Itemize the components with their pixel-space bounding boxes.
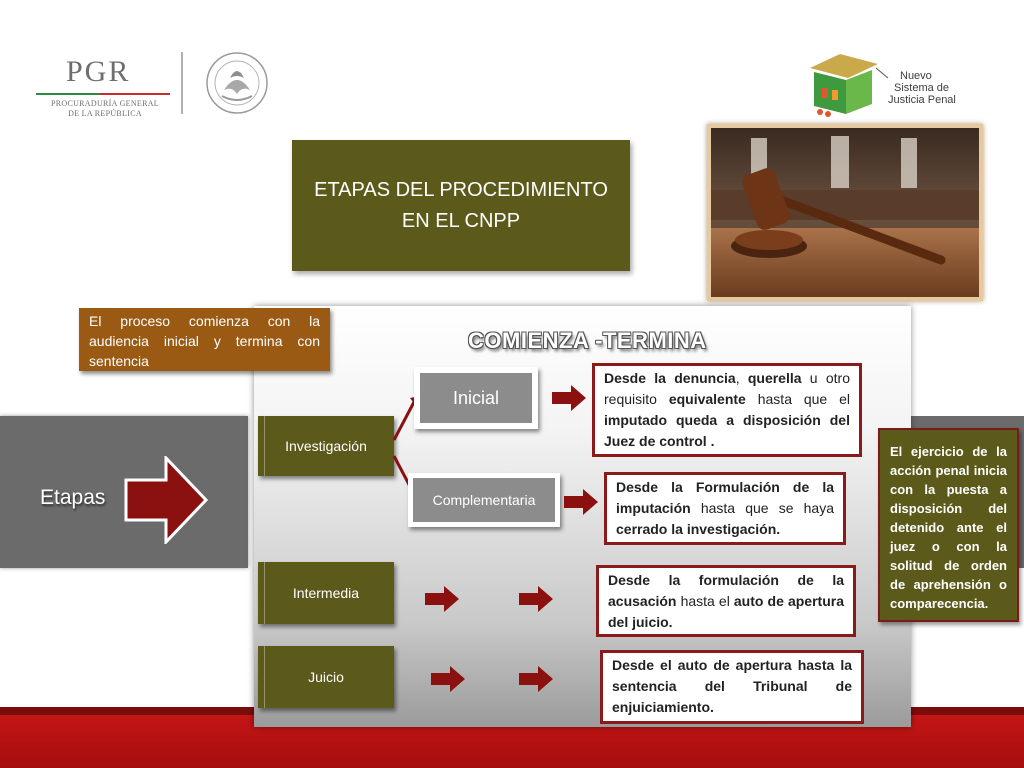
nsjp-house-icon [810,54,889,117]
pgr-logo: PGR PROCURADURÍA GENERAL DE LA REPÚBLICA [30,55,190,125]
desc-inicial-t4: u otro requisito [604,370,850,407]
arrow-right-icon [425,586,459,612]
sub-complementaria: Complementaria [408,473,560,527]
desc-complementaria-t2: hasta que se haya [690,500,834,516]
pgr-subtitle-line1: PROCURADURÍA GENERAL [50,99,159,108]
logo-divider [181,52,183,114]
sub-complementaria-label: Complementaria [413,478,555,522]
arrow-right-icon [124,456,208,544]
arrow-right-icon [564,489,598,515]
desc-inicial-t6: hasta que el [745,391,851,407]
desc-inicial-t7: imputado queda a disposición del Juez de… [604,412,850,449]
desc-intermedia: Desde la formulación de la acusación has… [596,565,856,637]
desc-juicio-t1: Desde el auto de apertura hasta la sente… [612,657,852,715]
stage-juicio-label: Juicio [308,669,344,685]
desc-intermedia-t3: auto de apertura del juicio. [608,593,844,630]
desc-intermedia-t2: hasta el [676,593,734,609]
sub-inicial: Inicial [414,367,538,429]
nsjp-line2: Sistema de [894,82,950,94]
stage-investigacion-label: Investigación [285,438,367,454]
desc-complementaria-t3: cerrado la investigación. [616,521,781,537]
page-title: ETAPAS DEL PROCEDIMIENTO EN EL CNPP [292,140,630,271]
gavel-photo [707,124,983,301]
desc-inicial-t5: equivalente [668,391,746,407]
escudo-nacional-icon [202,50,272,116]
etapas-box: Etapas [0,416,248,568]
desc-inicial-t2: , [735,370,748,386]
pgr-abbr: PGR [66,55,131,88]
nsjp-line3: Justicia Penal [888,94,956,106]
pgr-subtitle: PROCURADURÍA GENERAL DE LA REPÚBLICA [50,99,160,119]
intro-note: El proceso comienza con la audiencia ini… [79,308,330,371]
desc-intermedia-t1: Desde la formulación de la acusación [608,572,844,609]
pgr-green-line [36,93,100,95]
desc-inicial-t1: Desde la denuncia [604,370,736,386]
stage-intermedia: Intermedia [258,562,394,624]
arrow-right-icon [519,586,553,612]
arrow-right-icon [552,385,586,411]
pgr-red-line [100,93,170,95]
comienza-termina-heading: COMIENZA -TERMINA [468,328,707,353]
desc-juicio: Desde el auto de apertura hasta la sente… [600,650,864,724]
arrow-right-icon [431,666,465,692]
nsjp-logo: Nuevo Sistema de Justicia Penal [800,48,1000,124]
pgr-subtitle-line2: DE LA REPÚBLICA [68,109,142,118]
nsjp-text: Nuevo Sistema de Justicia Penal [888,70,956,106]
stage-investigacion: Investigación [258,416,394,476]
stage-intermedia-label: Intermedia [292,585,360,601]
arrow-right-icon [519,666,553,692]
desc-inicial: Desde la denuncia, querella u otro requi… [592,363,862,457]
sub-inicial-label: Inicial [420,373,532,423]
desc-complementaria-t1: Desde la Formulación de la imputación [616,479,834,516]
nsjp-line1: Nuevo [900,70,932,82]
desc-inicial-t3: querella [747,370,802,386]
stage-juicio: Juicio [258,646,394,708]
etapas-label: Etapas [40,486,106,509]
ejercicio-note: El ejercicio de la acción penal inicia c… [878,428,1019,622]
desc-complementaria: Desde la Formulación de la imputación ha… [604,472,846,545]
